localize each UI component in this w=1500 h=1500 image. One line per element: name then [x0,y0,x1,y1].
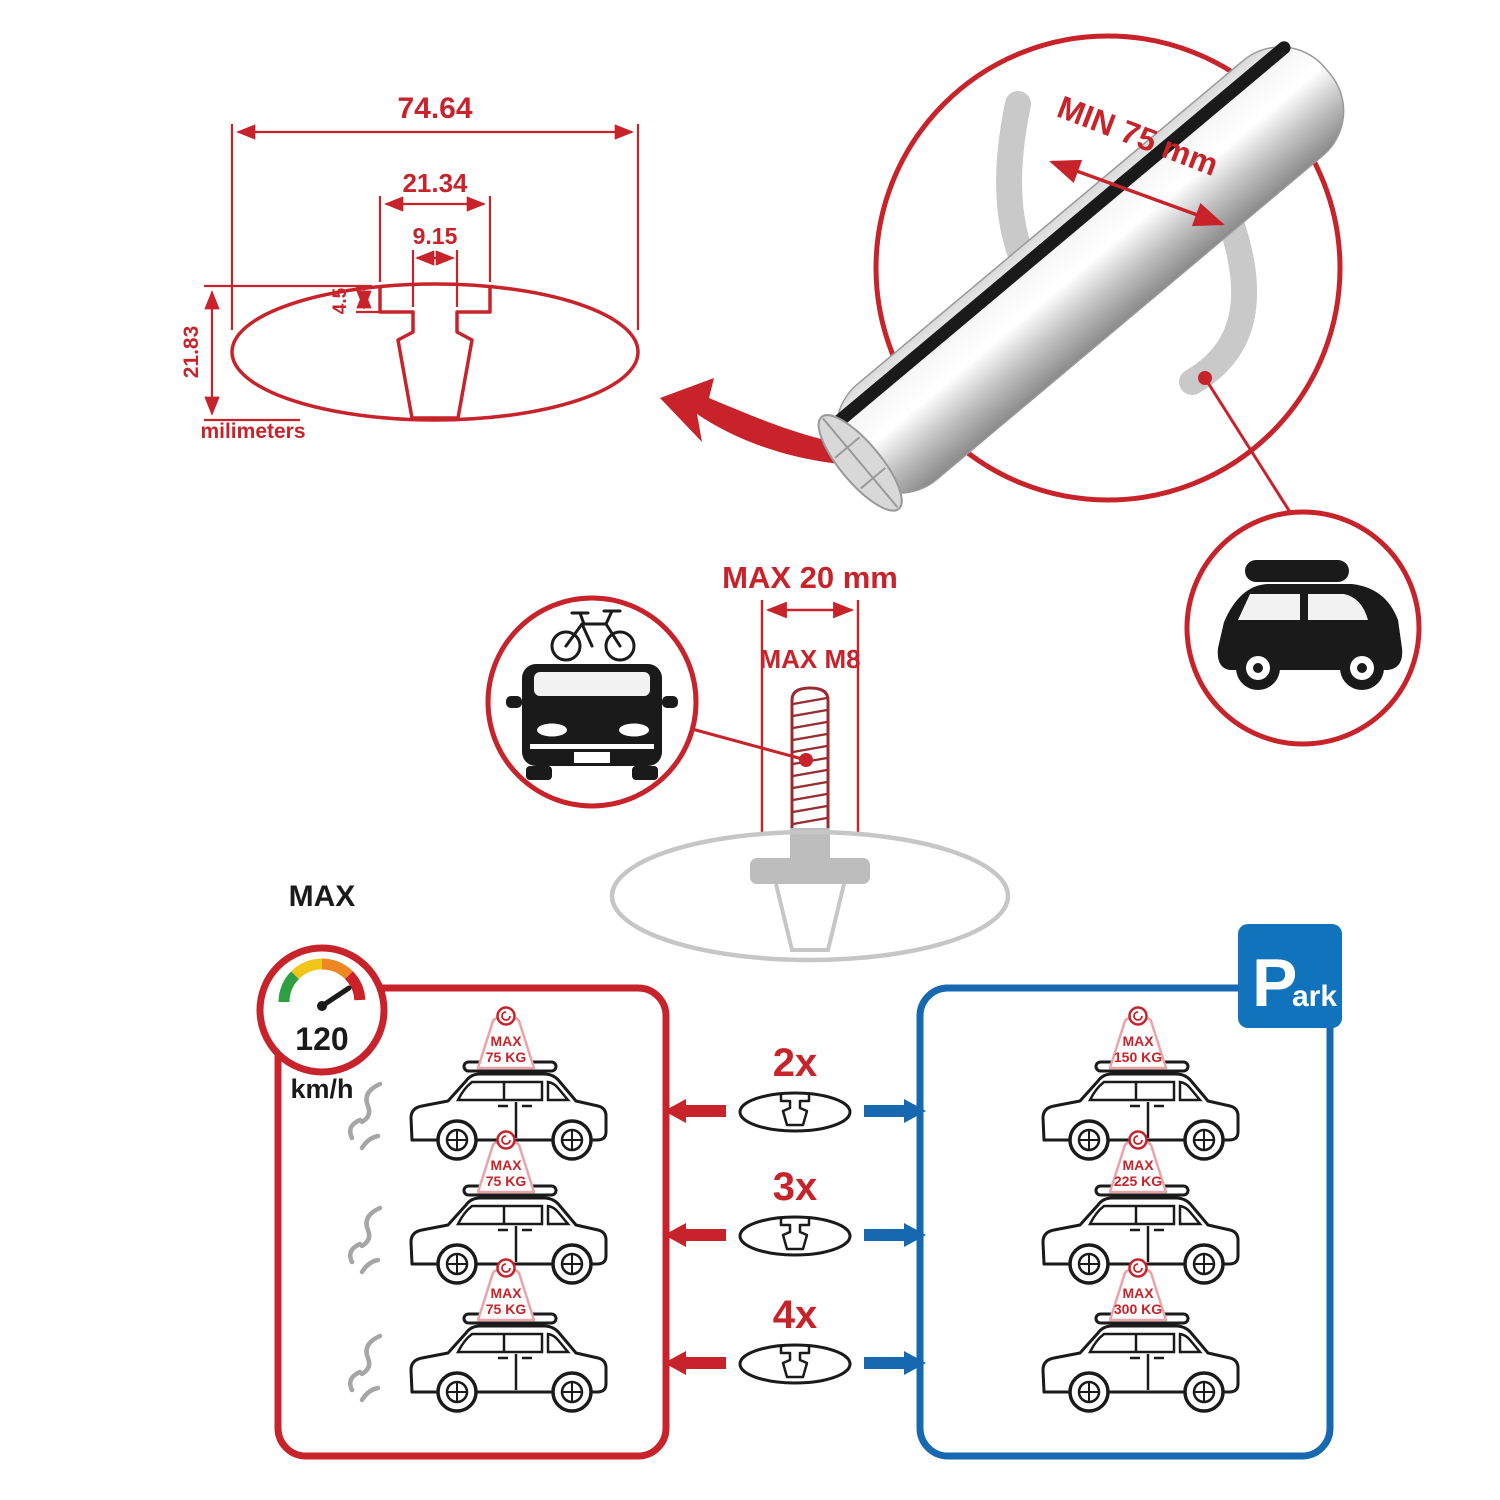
tag-line2: 300 KG [1114,1301,1162,1317]
bolt-dimension-lines [760,600,860,836]
crossbar-oval-icon [738,1343,852,1385]
arrow-left-red [664,1351,726,1375]
tag-line2: 225 KG [1114,1173,1162,1189]
clamp-arm-right [1179,207,1258,395]
pointer-arrow [660,378,868,466]
bolt-leader-line [691,727,807,762]
quantity-label: 3x [773,1165,818,1209]
park-initial: P [1252,945,1297,1021]
rubber-strip [830,41,1291,430]
slot-width-value: 9.15 [413,223,458,249]
bolt-max-thread-label: MAX M8 [759,644,860,674]
tag-line2: 150 KG [1114,1049,1162,1065]
tag-line1: MAX [1122,1285,1154,1301]
vehicle-roofbox-view [1184,509,1422,747]
park-sign: P ark [1238,924,1342,1028]
ghost-stem [774,883,846,952]
tag-line1: MAX [490,1285,522,1301]
leader-line [1203,377,1297,521]
bolt-leader-dot [799,753,813,767]
crossbar-detail-view: MIN 75 mm [817,33,1345,521]
min-span-arrow [1049,159,1225,227]
bicycle-car-icon [506,609,678,780]
arrow-right-blue [864,1351,926,1375]
speed-unit: km/h [290,1074,353,1104]
arrow-right-blue [864,1099,926,1123]
dimension-total-width [230,124,640,330]
suv-roofbox-icon [1217,560,1403,690]
ghost-oval [609,829,1011,963]
dimension-total-height [204,284,372,422]
arrow-right-blue [864,1223,926,1247]
lip-height-value: 4.5 [330,287,351,314]
total-width-value: 74.64 [397,92,472,125]
crossbar-oval-icon [738,1215,852,1257]
total-height-value: 21.83 [180,326,203,379]
crossbar-oval-icon [738,1091,852,1133]
tag-line1: MAX [1122,1157,1154,1173]
tag-line1: MAX [490,1033,522,1049]
tag-line1: MAX [490,1157,522,1173]
dimension-slot-width [411,250,459,307]
tag-line2: 75 KG [486,1301,527,1317]
channel-width-value: 21.34 [402,168,468,198]
arrow-left-red [664,1223,726,1247]
driving-cars: MAX 75 KG MAX 75 KG MAX 75 KG [350,1006,608,1413]
bolt-diagram: MAX 20 mm MAX M8 [485,560,1011,963]
speed-value: 120 [295,1021,348,1057]
speed-limit-gauge: MAX 120 km/h [256,880,388,1104]
unit-label: milimeters [200,420,305,443]
arrow-left-red [664,1099,726,1123]
dimension-channel-width [378,196,492,282]
t-slot-profile [378,287,492,420]
quantity-label: 4x [773,1293,818,1337]
bolt-max-diameter-label: MAX 20 mm [722,560,898,595]
crossbar-oval-outline [230,282,640,422]
tag-line2: 75 KG [486,1049,527,1065]
tag-line1: MAX [1122,1033,1154,1049]
park-rest: ark [1292,980,1337,1013]
cross-section-diagram: 74.64 21.34 9.15 4.5 21.83 milimeters [180,92,640,443]
parked-cars: MAX 150 KG MAX 225 KG MAX 300 KG [1041,1006,1240,1413]
crossbar-photo [817,41,1345,512]
tag-line2: 75 KG [486,1173,527,1189]
quantity-column: 2x 3x 4x [664,1041,926,1385]
speed-max-label: MAX [289,880,356,913]
quantity-label: 2x [773,1041,818,1085]
